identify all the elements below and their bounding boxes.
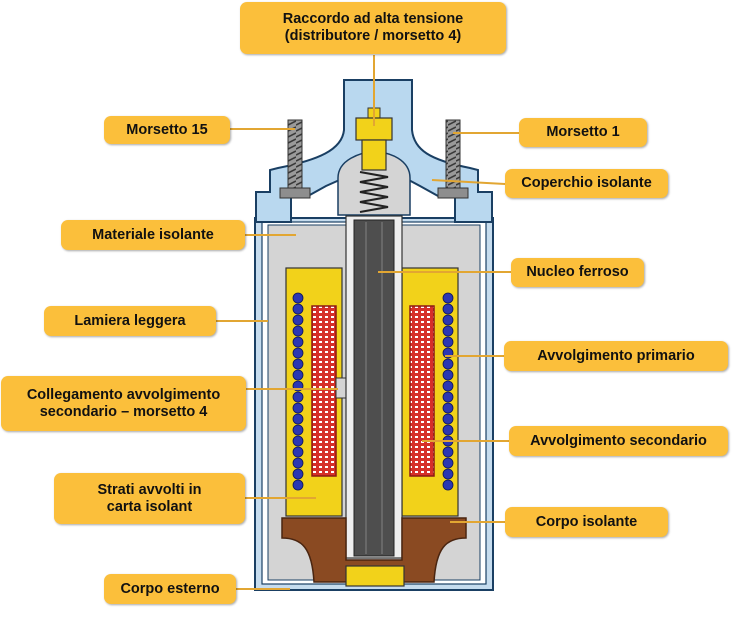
- label-terminal-1: Morsetto 1: [519, 118, 647, 147]
- primary-winding-turn: [292, 468, 304, 480]
- bottom-contact: [345, 565, 405, 587]
- label-terminal-15: Morsetto 15: [104, 116, 230, 144]
- primary-winding-turn: [442, 424, 454, 436]
- primary-winding-turn: [292, 413, 304, 425]
- label-iron-core: Nucleo ferroso: [511, 258, 644, 287]
- iron-core: [345, 215, 403, 559]
- label-thin-sheet: Lamiera leggera: [44, 306, 216, 336]
- label-insulating-cover: Coperchio isolante: [505, 169, 668, 198]
- label-paper-layers: Strati avvolti in carta isolant: [54, 473, 245, 524]
- primary-winding-turn: [292, 424, 304, 436]
- primary-winding-turn: [442, 358, 454, 370]
- label-primary-winding: Avvolgimento primario: [504, 341, 728, 371]
- terminal-15-stud: [279, 119, 311, 199]
- primary-winding-turn: [442, 303, 454, 315]
- label-hv-connector: Raccordo ad alta tensione (distributore …: [240, 2, 506, 54]
- primary-winding-turn: [292, 314, 304, 326]
- primary-winding-turn: [442, 468, 454, 480]
- primary-winding-turn: [442, 457, 454, 469]
- primary-winding: [292, 292, 454, 491]
- primary-winding-turn: [292, 457, 304, 469]
- primary-winding-turn: [442, 402, 454, 414]
- primary-winding-turn: [442, 292, 454, 304]
- terminal-1-stud: [437, 119, 469, 199]
- primary-winding-turn: [292, 435, 304, 447]
- primary-winding-turn: [292, 292, 304, 304]
- insulating-body: [281, 517, 467, 583]
- primary-winding-turn: [292, 325, 304, 337]
- primary-winding-turn: [292, 347, 304, 359]
- primary-winding-turn: [442, 369, 454, 381]
- primary-winding-turn: [292, 358, 304, 370]
- label-insulating-body: Corpo isolante: [505, 507, 668, 537]
- primary-winding-turn: [292, 391, 304, 403]
- primary-winding-turn: [292, 402, 304, 414]
- primary-winding-turn: [292, 303, 304, 315]
- label-secondary-connection: Collegamento avvolgimento secondario – m…: [1, 376, 246, 431]
- leader-lines: [216, 55, 519, 590]
- contact-spring: [359, 171, 389, 213]
- label-outer-body: Corpo esterno: [104, 574, 236, 604]
- label-insulating-material: Materiale isolante: [61, 220, 245, 250]
- primary-winding-turn: [442, 380, 454, 392]
- primary-winding-turn: [442, 325, 454, 337]
- hv-connector: [355, 107, 393, 171]
- primary-winding-turn: [442, 413, 454, 425]
- primary-winding-turn: [442, 446, 454, 458]
- primary-winding-turn: [442, 479, 454, 491]
- primary-winding-turn: [292, 369, 304, 381]
- primary-winding-turn: [442, 336, 454, 348]
- primary-winding-turn: [292, 479, 304, 491]
- primary-winding-turn: [442, 391, 454, 403]
- primary-winding-turn: [292, 336, 304, 348]
- primary-winding-turn: [292, 446, 304, 458]
- primary-winding-turn: [442, 314, 454, 326]
- label-secondary-winding: Avvolgimento secondario: [509, 426, 728, 456]
